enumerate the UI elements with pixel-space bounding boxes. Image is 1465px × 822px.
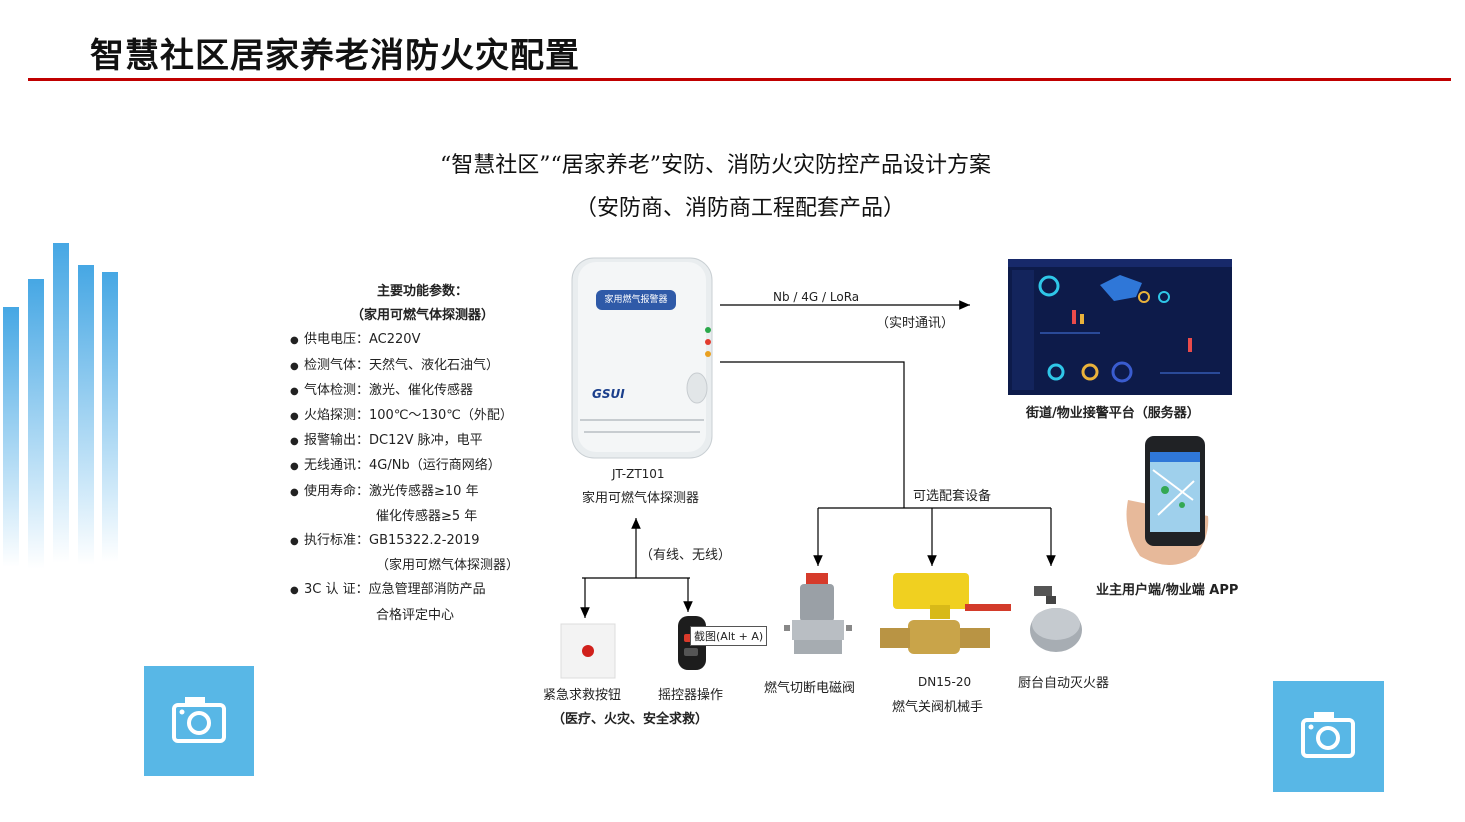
parameter-list: 主要功能参数： （家用可燃气体探测器） ●供电电压：AC220V ●检测气体：天… bbox=[290, 280, 555, 628]
param-row: ●使用寿命：激光传感器≥10 年 bbox=[290, 483, 479, 499]
app-caption: 业主用户端/物业端 APP bbox=[1096, 583, 1239, 598]
optional-devices-label: 可选配套设备 bbox=[913, 489, 992, 504]
emergency-button-image bbox=[560, 623, 616, 679]
scheme-subheading: （安防商、消防商工程配套产品） bbox=[575, 196, 906, 221]
screenshot-tooltip: 截图(Alt + A) bbox=[690, 626, 768, 646]
camera-icon bbox=[1301, 712, 1355, 758]
param-row: ●气体检测：激光、催化传感器 bbox=[290, 382, 474, 398]
param-row: ●3C 认 证：应急管理部消防产品 bbox=[290, 582, 486, 598]
phone-app-image bbox=[1126, 436, 1209, 565]
comm-protocol-label: Nb / 4G / LoRa bbox=[773, 290, 860, 304]
emergency-button-name: 紧急求救按钮 bbox=[543, 688, 622, 703]
page-title: 智慧社区居家养老消防火灾配置 bbox=[90, 36, 580, 76]
link-type-label: （有线、无线） bbox=[640, 548, 732, 563]
gas-detector-image bbox=[571, 257, 713, 459]
camera-tile-right[interactable] bbox=[1273, 681, 1384, 792]
server-caption: 街道/物业接警平台（服务器） bbox=[1026, 406, 1200, 421]
solenoid-valve-image bbox=[784, 573, 852, 654]
param-row-continued: 催化传感器≥5 年 bbox=[376, 508, 478, 524]
emergency-use-note: （医疗、火灾、安全求救） bbox=[552, 712, 709, 727]
camera-tile-left[interactable] bbox=[144, 666, 254, 776]
param-row: ●无线通讯：4G/Nb（运行商网络） bbox=[290, 458, 501, 474]
remote-control-name: 摇控器操作 bbox=[658, 688, 724, 703]
param-row: ●执行标准：GB15322.2-2019 bbox=[290, 533, 480, 549]
scheme-heading: “智慧社区”“居家养老”安防、消防火灾防控产品设计方案 bbox=[440, 153, 991, 178]
manipulator-name: 燃气关阀机械手 bbox=[892, 700, 984, 715]
detector-name: 家用可燃气体探测器 bbox=[582, 491, 700, 506]
detector-brand: GSUI bbox=[592, 387, 625, 401]
params-header: 主要功能参数： bbox=[376, 284, 468, 299]
param-row: ●火焰探测：100℃～130℃（外配） bbox=[290, 408, 513, 424]
param-row-continued: （家用可燃气体探测器） bbox=[376, 558, 520, 574]
param-row: ●报警输出：DC12V 脉冲，电平 bbox=[290, 433, 483, 449]
detector-panel-label: 家用燃气报警器 bbox=[604, 295, 668, 305]
valve-manipulator-image bbox=[880, 573, 1011, 654]
solenoid-valve-name: 燃气切断电磁阀 bbox=[764, 681, 856, 696]
dashboard-screenshot bbox=[1008, 259, 1232, 395]
title-divider bbox=[28, 78, 1451, 81]
param-row: ●供电电压：AC220V bbox=[290, 332, 421, 348]
extinguisher-name: 厨台自动灭火器 bbox=[1018, 676, 1110, 691]
param-row-continued: 合格评定中心 bbox=[376, 607, 455, 623]
params-subheader: （家用可燃气体探测器） bbox=[350, 308, 494, 324]
fire-extinguisher-image bbox=[1030, 586, 1082, 652]
comm-realtime-label: （实时通讯） bbox=[876, 316, 955, 331]
camera-icon bbox=[172, 697, 226, 743]
detector-model: JT-ZT101 bbox=[612, 467, 665, 481]
manipulator-model: DN15-20 bbox=[918, 675, 972, 689]
param-row: ●检测气体：天然气、液化石油气） bbox=[290, 357, 500, 373]
